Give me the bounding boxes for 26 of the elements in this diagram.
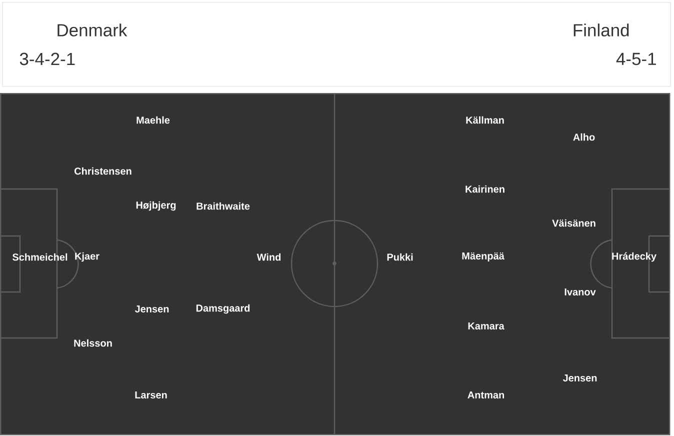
player-name: Jensen (134, 306, 169, 312)
player-name: Mäenpää (462, 252, 504, 262)
formation-label: 3-4-2-1 (20, 52, 75, 66)
player-name: Hrádecky (612, 252, 656, 262)
player-name: Schmeichel (12, 253, 68, 261)
player-name: Källman (466, 116, 504, 124)
player-name: Højbjerg (136, 201, 176, 211)
player-name: Väisänen (552, 219, 596, 227)
player-name: Ivanov (564, 288, 596, 296)
player-name: Nelsson (74, 339, 112, 347)
player-name: Larsen (135, 392, 167, 398)
player-name: Kjaer (75, 252, 100, 262)
player-name: Christensen (74, 167, 132, 175)
player-name: Jensen (562, 374, 597, 382)
player-name: Alho (573, 133, 595, 141)
player-name: Braithwaite (196, 202, 250, 210)
player-name: Maehle (136, 116, 170, 124)
player-name: Pukki (387, 253, 413, 261)
team-name: Denmark (58, 24, 128, 36)
player-name: Damsgaard (196, 304, 250, 314)
player-name: Wind (256, 253, 281, 261)
player-name: Kairinen (466, 185, 504, 193)
player-name: Antman (468, 392, 504, 398)
team-name: Finland (574, 24, 629, 36)
formation-label: 4-5-1 (616, 52, 656, 66)
player-name: Kamara (468, 322, 504, 330)
